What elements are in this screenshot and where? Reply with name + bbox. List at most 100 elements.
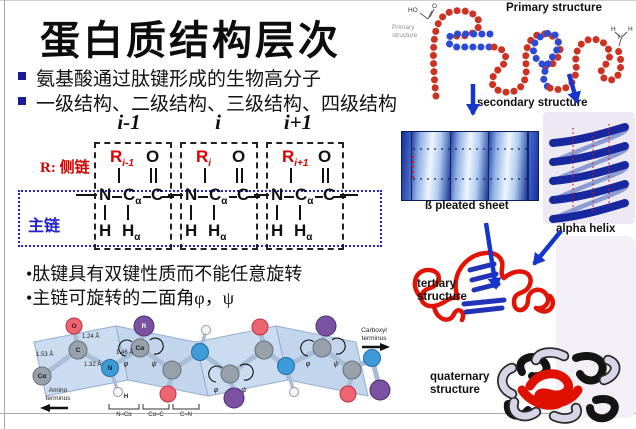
atom-carbon: [254, 340, 274, 360]
residue-index-label: i: [215, 110, 221, 134]
sheet-panel: [450, 132, 490, 200]
hydrogen-bond-lines: [572, 124, 610, 214]
atom-c-alpha: Cα: [123, 185, 142, 207]
rotation-arrows: [118, 337, 346, 383]
atom-r-group: [223, 387, 245, 409]
atom-oxygen: [65, 317, 83, 335]
bond: [168, 194, 183, 196]
side-chain-label: R: 侧链: [40, 160, 90, 176]
atom-c-alpha: Cα: [295, 185, 314, 207]
svg-text:C–N: C–N: [180, 412, 192, 418]
atom-n: N: [99, 185, 112, 204]
beta-sheet-figure: [401, 131, 539, 201]
bullet-item: 氨基酸通过肽键形成的生物高分子: [14, 64, 321, 91]
bond: [327, 168, 329, 183]
atom-nitrogen: [101, 359, 119, 377]
atom-n: N: [271, 185, 284, 204]
slide-border-top: [0, 0, 636, 1]
blue-bead-segment: [530, 29, 562, 92]
page-title: 蛋白质结构层次: [40, 18, 341, 63]
svg-text:ψ: ψ: [333, 361, 338, 368]
svg-text:φ: φ: [214, 387, 219, 394]
secondary-structure-title: secondary structure: [477, 97, 588, 109]
bullet-marker: [18, 72, 26, 80]
beta-sheet-label: ß pleated sheet: [425, 200, 509, 212]
svg-text:φ: φ: [306, 361, 311, 368]
bond: [241, 168, 243, 183]
residue-unit: Ri+1 O N Cα C H Hα: [266, 142, 346, 250]
hydrogen-bond-dots: [412, 156, 414, 178]
residue-unit: Ri-1 O N Cα C H Hα: [94, 142, 174, 250]
svg-text:Cα: Cα: [136, 345, 145, 352]
side-chain-r: Ri+1: [282, 147, 309, 169]
bond: [162, 196, 174, 198]
atom-c: C: [151, 185, 164, 204]
atom-r-group: [315, 315, 337, 337]
bond: [118, 168, 120, 183]
atom-c: C: [323, 185, 336, 204]
svg-text:1.24 Å: 1.24 Å: [82, 333, 99, 340]
primary-structure-title: Primary structure: [506, 2, 602, 14]
atom-hydrogen: [289, 387, 299, 397]
side-chain-r: Ri-1: [110, 147, 134, 169]
bond: [236, 168, 238, 183]
svg-text:Carboxyl: Carboxyl: [361, 327, 387, 334]
atom-h-alpha: Hα: [208, 221, 227, 243]
atom-h: H: [185, 221, 198, 240]
sheet-panel: [489, 132, 529, 200]
atom-oxygen: [339, 385, 357, 403]
bond: [340, 194, 358, 196]
svg-text:terminus: terminus: [46, 395, 72, 402]
bond: [315, 196, 323, 198]
atom-oxygen: [251, 318, 269, 336]
bond: [104, 205, 106, 220]
slide-border-left: [4, 0, 5, 429]
atom-r-group: [369, 379, 391, 401]
tertiary-red-coil: [412, 250, 556, 323]
sheet-chain-marks: [408, 178, 532, 180]
bond: [112, 196, 122, 198]
atom-n: N: [185, 185, 198, 204]
residue-unit: Ri O N Cα C H Hα: [180, 142, 260, 250]
helix-front-strands: [549, 123, 629, 223]
svg-text:N: N: [108, 365, 113, 372]
bond: [155, 168, 157, 183]
atom-carbon: [68, 340, 88, 360]
primary-structure-caption: Primary structure: [392, 24, 418, 39]
sheet-chain-marks: [408, 148, 532, 150]
residue-index-label: i+1: [283, 110, 313, 134]
carboxyl-o-label: O: [432, 3, 437, 10]
bond: [198, 196, 208, 198]
sheet-fold-edge: [528, 132, 539, 200]
bond: [143, 196, 151, 198]
svg-text:Amino: Amino: [49, 387, 68, 394]
atom-c-alpha: Cα: [209, 185, 228, 207]
bond: [290, 168, 292, 183]
quaternary-structure-figure: [497, 347, 621, 424]
bond: [190, 205, 192, 220]
atom-carbon: [162, 360, 182, 380]
alpha-helix-ribbon: [549, 123, 629, 223]
note-text: •主链可旋转的二面角φ，ψ: [26, 288, 234, 308]
tertiary-blue-helix: [461, 261, 507, 315]
bond: [127, 205, 129, 220]
atom-o: O: [318, 147, 332, 166]
tertiary-structure-label: tertiary structure: [417, 278, 467, 303]
alpha-helix-label: alpha helix: [556, 223, 616, 235]
atom-h: H: [271, 221, 284, 240]
quaternary-structure-label: quaternary structure: [430, 371, 490, 396]
bond: [229, 196, 237, 198]
atom-oxygen: [159, 385, 177, 403]
svg-text:ψ: ψ: [151, 361, 156, 368]
bond: [322, 168, 324, 183]
main-chain-label: 主链: [28, 218, 61, 235]
svg-text:O: O: [71, 323, 76, 330]
bond: [76, 194, 97, 196]
atom-c-alpha: [312, 338, 332, 358]
slide-border-bottom: [0, 413, 636, 414]
bond: [334, 196, 346, 198]
atom-h-alpha: Hα: [294, 221, 313, 243]
bullet-text: 一级结构、二级结构、三级结构、四级结构: [36, 94, 398, 115]
backbone-atoms: [32, 315, 391, 409]
